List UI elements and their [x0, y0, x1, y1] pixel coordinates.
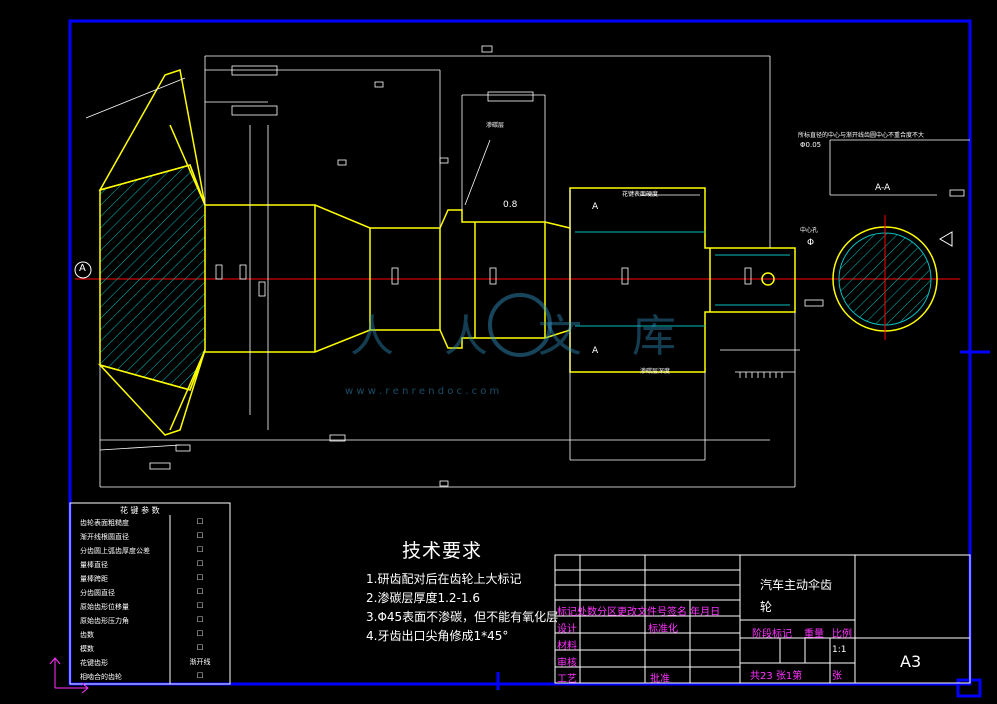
gear-param-row: 齿轮表面粗糙度 □: [70, 515, 230, 530]
gear-param-value: □: [196, 573, 204, 581]
section-label: A-A: [875, 183, 891, 193]
gear-param-label: 模数: [80, 645, 94, 653]
gear-params-frame: [69, 502, 231, 685]
carburize-note: 渗碳层: [486, 122, 505, 129]
gear-param-label: 花键齿形: [80, 659, 108, 667]
center-hole-phi: Φ: [807, 238, 815, 248]
material-label: 材料: [557, 641, 577, 652]
gear-param-label: 渐开线根圆直径: [80, 533, 129, 541]
center-hole: [761, 272, 775, 286]
paper-size: A3: [900, 652, 922, 671]
tech-req-4: 4.牙齿出口尖角修成1*45°: [366, 629, 509, 643]
gear-param-value: □: [196, 545, 204, 553]
dimension-lines: [85, 55, 970, 488]
gear-param-row: 原始齿形位移量 □: [70, 599, 230, 614]
stage-mark-label: 阶段标记: [752, 629, 792, 640]
datum-a-circle: [74, 261, 92, 279]
scale-label: 比例: [832, 629, 852, 640]
design-label: 设计: [557, 624, 577, 635]
gear-param-value: 渐开线: [189, 658, 211, 666]
gear-param-label: 量棒跨距: [80, 575, 108, 583]
gear-param-value: □: [196, 587, 204, 595]
corner-marker: [956, 678, 982, 698]
watermark-text: 人人文库: [350, 311, 726, 362]
gear-param-label: 量棒直径: [80, 561, 108, 569]
section-view: [832, 215, 953, 340]
weight-label: 重量: [804, 629, 824, 640]
sheet-count: 共23 张1第: [750, 671, 803, 682]
review-label: 审核: [557, 658, 577, 669]
gear-param-row: 模数 □: [70, 641, 230, 656]
gear-param-value: □: [196, 671, 204, 679]
gear-param-row: 量棒跨距 □: [70, 571, 230, 586]
gear-param-row: 原始齿形压力角 □: [70, 613, 230, 628]
spline-lines: [575, 231, 790, 327]
gear-param-label: 原始齿形位移量: [80, 603, 129, 611]
tech-req-3: 3.Φ45表面不渗碳，但不能有氧化层: [366, 610, 559, 624]
gear-param-label: 分齿圆上弧齿厚度公差: [80, 547, 150, 555]
gear-param-value: □: [196, 629, 204, 637]
gear-param-label: 相啮合的齿轮: [80, 673, 122, 681]
gear-param-row: 相啮合的齿轮 □: [70, 669, 230, 684]
watermark: [488, 293, 552, 357]
gear-param-value: □: [196, 531, 204, 539]
datum-a-label: A: [79, 263, 86, 274]
gear-param-label: 齿数: [80, 631, 94, 639]
gear-param-label: 原始齿形压力角: [80, 617, 129, 625]
gear-param-value: □: [196, 615, 204, 623]
gear-param-value: □: [196, 517, 204, 525]
revision-header: 标记处数分区更改文件号签名 年月日: [557, 607, 721, 618]
process-label: 工艺: [557, 674, 577, 685]
dimension-boxes: [149, 45, 965, 487]
shaft-outline: [205, 187, 796, 373]
spline-note: 花键表面硬度: [622, 191, 659, 198]
concentric-note: 所标直径的中心与渐开线齿圆中心不重合度不大: [798, 132, 925, 139]
tolerance-value: Φ0.05: [800, 141, 822, 149]
gear-param-value: □: [196, 601, 204, 609]
tech-req-1: 1.研齿配对后在齿轮上大标记: [366, 572, 522, 586]
part-name-line-1: 汽车主动伞齿: [760, 578, 833, 592]
standardize-label: 标准化: [648, 624, 678, 635]
scale-value: 1:1: [832, 645, 847, 655]
section-a-bottom: A: [592, 346, 599, 356]
gear-param-label: 齿轮表面粗糙度: [80, 519, 129, 527]
gear-params-title: 花 键 参 数: [120, 506, 160, 515]
gear-param-label: 分齿圆直径: [80, 589, 115, 597]
approve-label: 批准: [650, 674, 670, 685]
ucs-axis-icon: [49, 657, 89, 694]
center-hole-label: 中心孔: [800, 227, 819, 234]
tech-requirements-title: 技术要求: [402, 540, 483, 562]
gear-param-row: 渐开线根圆直径 □: [70, 529, 230, 544]
part-name-line-2: 轮: [760, 600, 773, 614]
tech-req-2: 2.渗碳层厚度1.2-1.6: [366, 591, 480, 605]
roughness-value: 0.8: [503, 200, 518, 210]
gear-param-row: 分齿圆直径 □: [70, 585, 230, 600]
sheet-unit: 张: [832, 671, 842, 682]
section-a-top: A: [592, 202, 599, 212]
gear-param-row: 量棒直径 □: [70, 557, 230, 572]
gear-param-row: 齿数 □: [70, 627, 230, 642]
gear-param-value: □: [196, 643, 204, 651]
gear-head: [97, 69, 206, 436]
gear-param-row: 花键齿形 渐开线: [70, 655, 230, 670]
gear-param-value: □: [196, 559, 204, 567]
carburize-range: 渗碳层深度: [640, 368, 671, 375]
gear-param-row: 分齿圆上弧齿厚度公差 □: [70, 543, 230, 558]
hatch-ticks: [739, 372, 783, 378]
title-block-frame: [554, 554, 971, 684]
watermark-url: w w w . r e n r e n d o c . c o m: [345, 386, 500, 397]
